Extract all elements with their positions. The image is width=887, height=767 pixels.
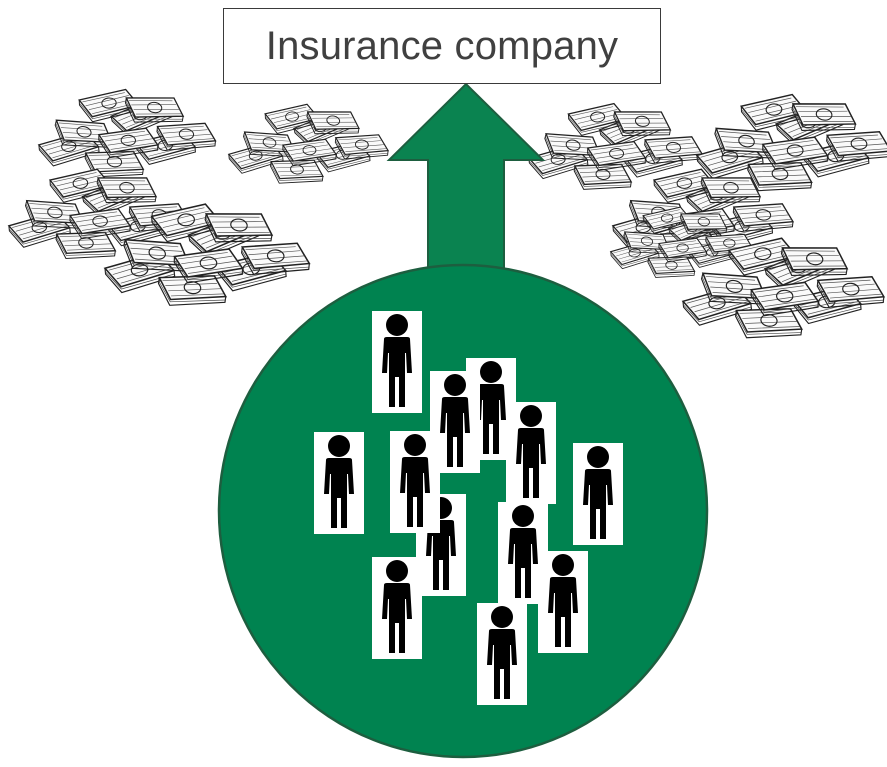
insurance-company-box: Insurance company (223, 8, 661, 84)
insurance-company-label: Insurance company (265, 23, 619, 68)
person-icon (314, 432, 364, 534)
money-pile-left-top-right (228, 104, 390, 189)
person-icon (538, 551, 588, 653)
person-icon (477, 603, 527, 705)
up-arrow-icon (386, 82, 546, 273)
money-pile-left-top (38, 89, 217, 184)
person-icon (506, 402, 556, 504)
person-icon (372, 557, 422, 659)
person-icon (390, 431, 440, 533)
person-icon (573, 443, 623, 545)
person-icon (372, 311, 422, 413)
